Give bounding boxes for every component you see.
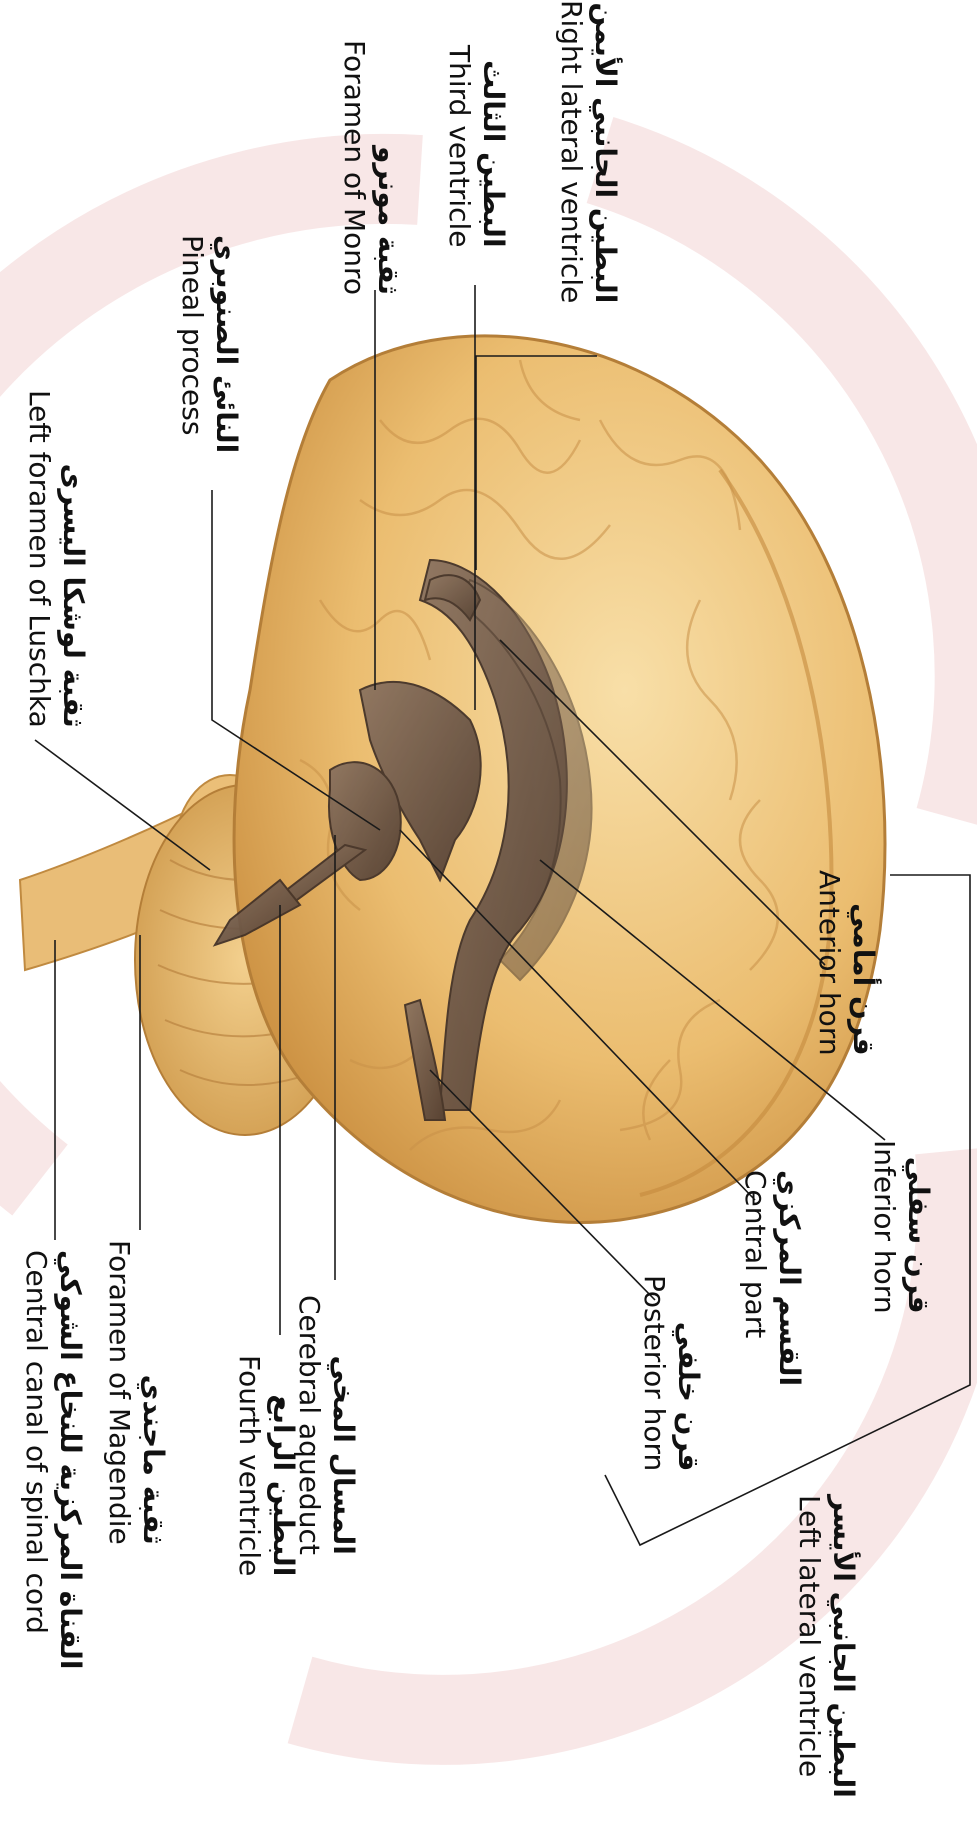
label-anterior-horn: قرن أمامي Anterior horn — [812, 870, 880, 1056]
label-central-part: القسم المركزي Central part — [738, 1170, 806, 1386]
label-right-lateral-ventricle: البطين الجانبي الأيمن Right lateral vent… — [554, 0, 622, 303]
label-third-ventricle: البطين الثالث Third ventricle — [442, 45, 510, 248]
label-central-canal: القناة المركزية للنخاع الشوكي Central ca… — [19, 1250, 87, 1669]
label-fourth-ventricle: البطين الرابع Fourth ventricle — [232, 1355, 300, 1576]
label-posterior-horn: قرن خلفي Posterior horn — [637, 1275, 705, 1471]
label-left-foramen-of-luschka: ثقبة لوشكا اليسرى Left foramen of Luschk… — [22, 390, 90, 728]
label-pineal-process: النائئ الصنوبري Pineal process — [175, 235, 243, 453]
label-left-lateral-ventricle: البطين الجانبي الأيسر Left lateral ventr… — [792, 1495, 860, 1798]
label-foramen-of-monro: ثقبة مونرو Foramen of Monro — [337, 40, 405, 295]
label-cerebral-aqueduct: المسال المخي Cerebral aqueduct — [292, 1295, 360, 1555]
label-foramen-of-magendie: ثقبة ماجندي Foramen of Magendie — [102, 1240, 170, 1545]
label-inferior-horn: قرن سفلي Inferior horn — [867, 1140, 935, 1314]
